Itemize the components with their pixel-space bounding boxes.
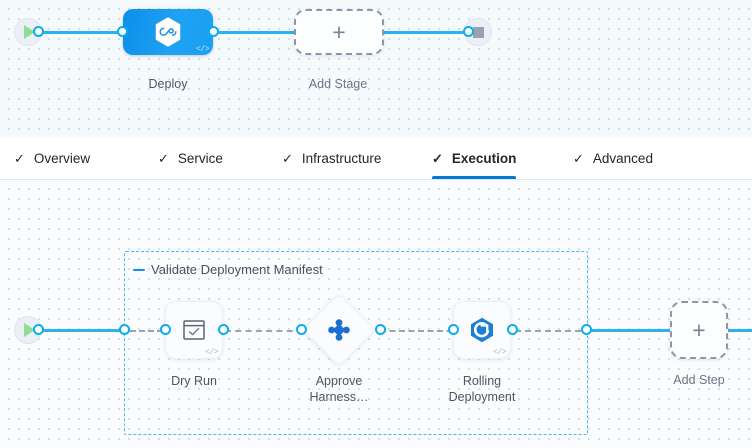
tab-label: Overview [33,150,91,166]
port-dryrun-out[interactable] [218,324,229,335]
check-icon: ✓ [573,150,584,166]
tab-label: Service [177,150,223,166]
port-rolling-in[interactable] [448,324,459,335]
add-stage-button[interactable]: + [294,9,384,55]
step-node-rolling-deployment[interactable]: </> [453,301,511,359]
check-icon: ✓ [158,150,169,166]
edge-rolling-to-groupend [515,330,591,332]
harness-approval-icon [325,316,353,344]
port-end-in[interactable] [463,26,474,37]
plus-icon: + [692,317,706,343]
tab-label: Execution [451,150,517,166]
stage-config-tabs: ✓ Overview ✓ Service ✓ Infrastructure ✓ … [0,137,752,180]
add-step-label: Add Step [673,373,725,387]
stop-square-icon [472,26,484,38]
rolling-hexagon-icon [471,317,493,343]
collapse-dash-icon[interactable] [133,268,145,271]
code-badge-icon[interactable]: </> [205,348,218,357]
step-group-box[interactable] [124,251,588,435]
tab-execution[interactable]: ✓ Execution [432,137,517,179]
add-stage-label: Add Stage [308,77,368,91]
port-approve-out[interactable] [375,324,386,335]
port-approve-in[interactable] [296,324,307,335]
tab-infrastructure[interactable]: ✓ Infrastructure [282,137,381,179]
port-deploy-in[interactable] [117,26,128,37]
stage-label-deploy: Deploy [148,77,188,91]
port-rolling-out[interactable] [507,324,518,335]
check-icon: ✓ [432,150,443,166]
play-icon [24,25,35,39]
edge-addstep-tail [728,329,752,332]
add-step-button[interactable]: + [670,301,728,359]
window-check-icon [183,320,205,340]
tab-underline [432,176,517,179]
port-group-out[interactable] [581,324,592,335]
port-dryrun-in[interactable] [160,324,171,335]
step-label-approve-harness: Approve Harness… [309,374,369,404]
port-start-out[interactable] [33,26,44,37]
edge-addstage-to-end [370,31,468,34]
port-deploy-out[interactable] [208,26,219,37]
step-node-dry-run[interactable]: </> [165,301,223,359]
code-badge-icon[interactable]: </> [493,348,506,357]
edge-start-to-group [36,329,130,332]
check-icon: ✓ [282,150,293,166]
tab-label: Advanced [592,150,653,166]
tab-advanced[interactable]: ✓ Advanced [573,137,653,179]
step-label-dry-run: Dry Run [171,374,217,388]
code-badge-icon[interactable]: </> [196,45,209,54]
edge-approve-to-rolling [380,330,462,332]
edge-deploy-to-addstage [216,31,306,34]
stage-canvas[interactable]: </> Deploy + Add Stage [0,0,752,137]
step-label-rolling-deployment: Rolling Deployment [448,374,516,404]
step-group-header[interactable]: Validate Deployment Manifest [133,262,323,277]
port-step-start-out[interactable] [33,324,44,335]
edge-dryrun-to-approve [225,330,303,332]
stage-node-deploy[interactable]: </> [123,9,213,55]
port-group-in[interactable] [119,324,130,335]
play-icon [24,323,35,337]
execution-steps-canvas[interactable]: Validate Deployment Manifest </> [0,180,752,448]
tab-overview[interactable]: ✓ Overview [14,137,90,179]
edge-group-to-dryrun [130,330,172,332]
harness-hexagon-icon [155,17,181,47]
check-icon: ✓ [14,150,25,166]
tab-label: Infrastructure [301,150,382,166]
edge-start-to-deploy [36,31,130,34]
step-group-title: Validate Deployment Manifest [151,262,323,277]
plus-icon: + [332,19,346,45]
edge-group-to-addstep [588,329,674,332]
tab-service[interactable]: ✓ Service [158,137,223,179]
